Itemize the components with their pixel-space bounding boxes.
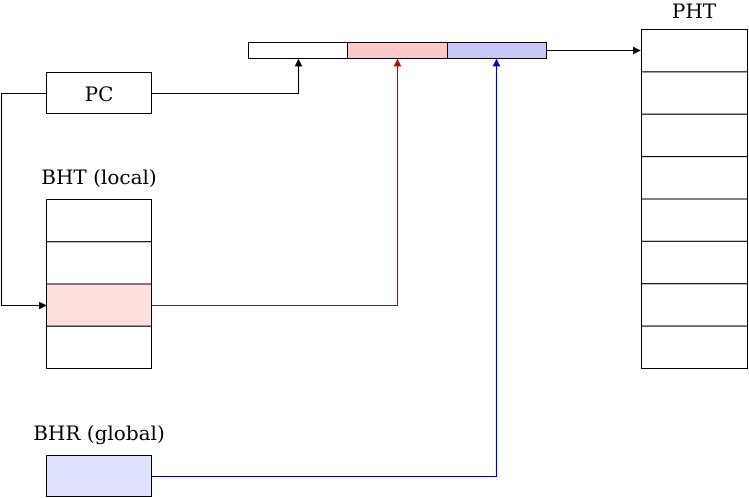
index-segment-global (447, 42, 547, 59)
pht-label: PHT (672, 0, 717, 23)
index-segment-pc (248, 42, 348, 59)
pht-row (641, 283, 748, 327)
pht-row (641, 156, 748, 200)
pht-table (641, 29, 748, 369)
pht-row (641, 325, 748, 369)
pht-row (641, 71, 748, 115)
bhr-to-index-arrow (151, 58, 501, 478)
pc-box (46, 72, 152, 114)
bhr-label: BHR (global) (33, 421, 165, 445)
bht-table (46, 199, 152, 369)
bhr-box (46, 455, 152, 497)
bht-row (46, 199, 152, 243)
bht-to-index-arrow (151, 58, 402, 307)
pht-row (641, 113, 748, 158)
pht-row (641, 240, 748, 285)
bht-row (46, 283, 152, 327)
pht-row (641, 29, 748, 73)
bht-row (46, 241, 152, 285)
pht-row (641, 198, 748, 242)
pc-to-bht-arrow (0, 92, 47, 310)
pc-label: PC (85, 82, 114, 106)
index-register (248, 42, 547, 59)
pc-register: PC (46, 72, 152, 114)
pc-to-index-arrow (151, 58, 303, 95)
bht-row (46, 325, 152, 369)
index-segment-local (347, 42, 448, 59)
bht-label: BHT (local) (41, 165, 156, 189)
